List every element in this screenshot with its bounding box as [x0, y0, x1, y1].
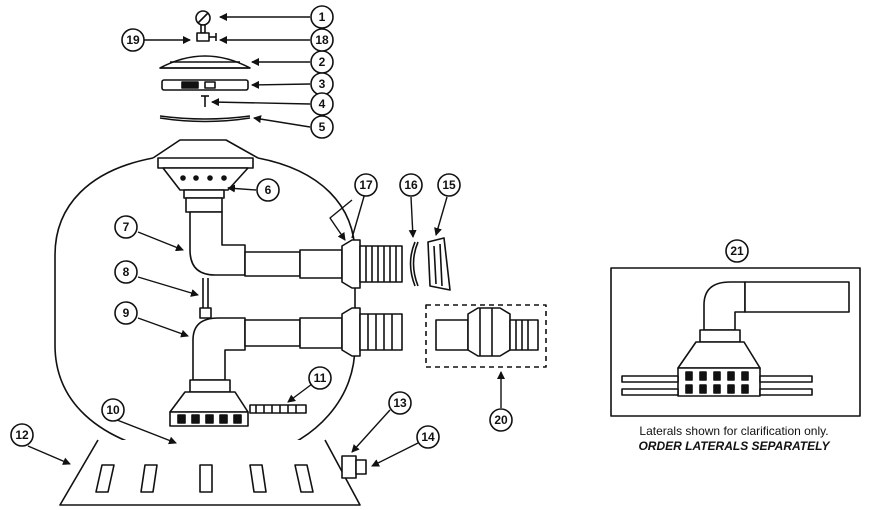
callout-17: 17 [354, 173, 378, 197]
callout-20: 20 [489, 408, 513, 432]
svg-text:11: 11 [314, 371, 327, 385]
laterals-note: Laterals shown for clarification only. [639, 424, 829, 438]
svg-text:12: 12 [15, 428, 29, 442]
union-assembly-box [425, 304, 547, 368]
drain-assembly [341, 455, 367, 479]
svg-text:4: 4 [319, 97, 326, 111]
callout-6: 6 [256, 178, 280, 202]
svg-text:14: 14 [421, 430, 435, 444]
callout-5: 5 [310, 115, 334, 139]
svg-text:8: 8 [123, 265, 130, 279]
callout-4: 4 [310, 92, 334, 116]
callout-7: 7 [114, 215, 138, 239]
callout-12: 12 [10, 423, 34, 447]
air-relief-tube [199, 278, 212, 319]
union-gasket [409, 241, 416, 287]
callout-markers: 1 2 3 4 5 6 7 8 9 10 11 12 13 14 15 16 1… [10, 5, 749, 449]
callout-10: 10 [101, 398, 125, 422]
svg-text:7: 7 [123, 220, 130, 234]
svg-text:1: 1 [319, 10, 326, 24]
order-laterals-note: ORDER LATERALS SEPARATELY [638, 439, 830, 453]
leader-lines [27, 13, 505, 467]
lateral-hub [169, 379, 249, 427]
lower-pipe-assembly [192, 307, 403, 381]
tank-lid [159, 55, 251, 69]
callout-21: 21 [725, 239, 749, 263]
svg-text:16: 16 [404, 178, 418, 192]
callout-11: 11 [308, 366, 332, 390]
laterals-detail-box [610, 267, 861, 417]
laterals-detail [621, 281, 850, 397]
callout-16: 16 [399, 173, 423, 197]
pressure-gauge [195, 10, 211, 34]
svg-text:5: 5 [319, 120, 326, 134]
svg-text:13: 13 [393, 396, 407, 410]
union-assembly [435, 307, 539, 357]
callout-2: 2 [310, 50, 334, 74]
lateral [249, 404, 307, 414]
svg-text:19: 19 [126, 33, 140, 47]
svg-text:21: 21 [730, 244, 744, 258]
filter-base [59, 439, 361, 506]
union-nut [427, 237, 451, 291]
callout-1: 1 [310, 5, 334, 29]
svg-text:10: 10 [106, 403, 120, 417]
callout-19: 19 [121, 28, 145, 52]
callout-15: 15 [437, 173, 461, 197]
callout-3: 3 [310, 72, 334, 96]
callout-14: 14 [416, 425, 440, 449]
svg-text:9: 9 [123, 306, 130, 320]
svg-text:3: 3 [319, 77, 326, 91]
svg-text:17: 17 [359, 178, 373, 192]
callout-9: 9 [114, 301, 138, 325]
upper-pipe-assembly [185, 197, 403, 289]
o-ring [159, 115, 251, 123]
callout-13: 13 [388, 391, 412, 415]
callout-8: 8 [114, 260, 138, 284]
svg-text:6: 6 [265, 183, 272, 197]
lid-screw [201, 95, 209, 107]
svg-text:15: 15 [442, 178, 456, 192]
diffuser [152, 139, 259, 199]
air-relief-valve [196, 32, 217, 42]
clamp-ring [161, 79, 249, 91]
svg-text:18: 18 [315, 33, 329, 47]
callout-18: 18 [310, 28, 334, 52]
svg-text:2: 2 [319, 55, 326, 69]
svg-text:20: 20 [494, 413, 508, 427]
